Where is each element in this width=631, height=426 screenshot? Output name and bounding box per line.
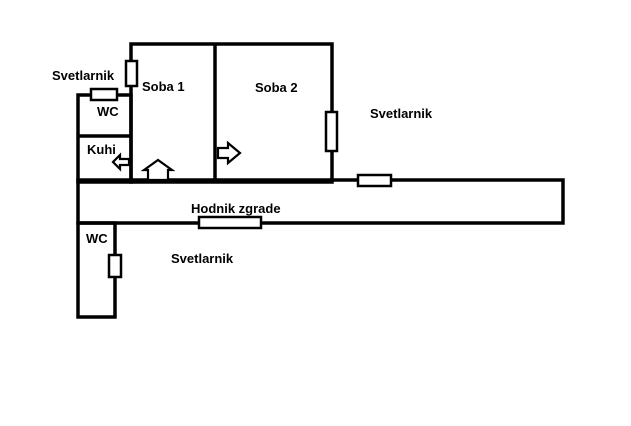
window-wc-top bbox=[89, 87, 119, 102]
label-skylight-bottom: Svetlarnik bbox=[171, 251, 234, 266]
window-room2-right bbox=[324, 110, 339, 153]
label-room-1: Soba 1 bbox=[142, 79, 185, 94]
corridor-wall bbox=[76, 178, 565, 225]
windows bbox=[89, 59, 393, 279]
arrow-up-icon bbox=[140, 158, 176, 182]
label-corridor: Hodnik zgrade bbox=[191, 201, 281, 216]
label-room-2: Soba 2 bbox=[255, 80, 298, 95]
label-skylight-top-left: Svetlarnik bbox=[52, 68, 115, 83]
window-lower-wc bbox=[107, 253, 123, 279]
label-wc-lower: WC bbox=[86, 231, 108, 246]
label-skylight-right: Svetlarnik bbox=[370, 106, 433, 121]
door-arrows bbox=[111, 140, 242, 182]
arrow-left-icon bbox=[111, 152, 131, 172]
window-corridor-top bbox=[356, 173, 393, 188]
window-corridor-bottom bbox=[197, 215, 263, 230]
label-kitchen: Kuhi bbox=[87, 142, 116, 157]
arrow-right-icon bbox=[216, 140, 242, 166]
walls bbox=[76, 42, 565, 319]
window-room1-left bbox=[124, 59, 139, 88]
label-wc-upper: WC bbox=[97, 104, 119, 119]
